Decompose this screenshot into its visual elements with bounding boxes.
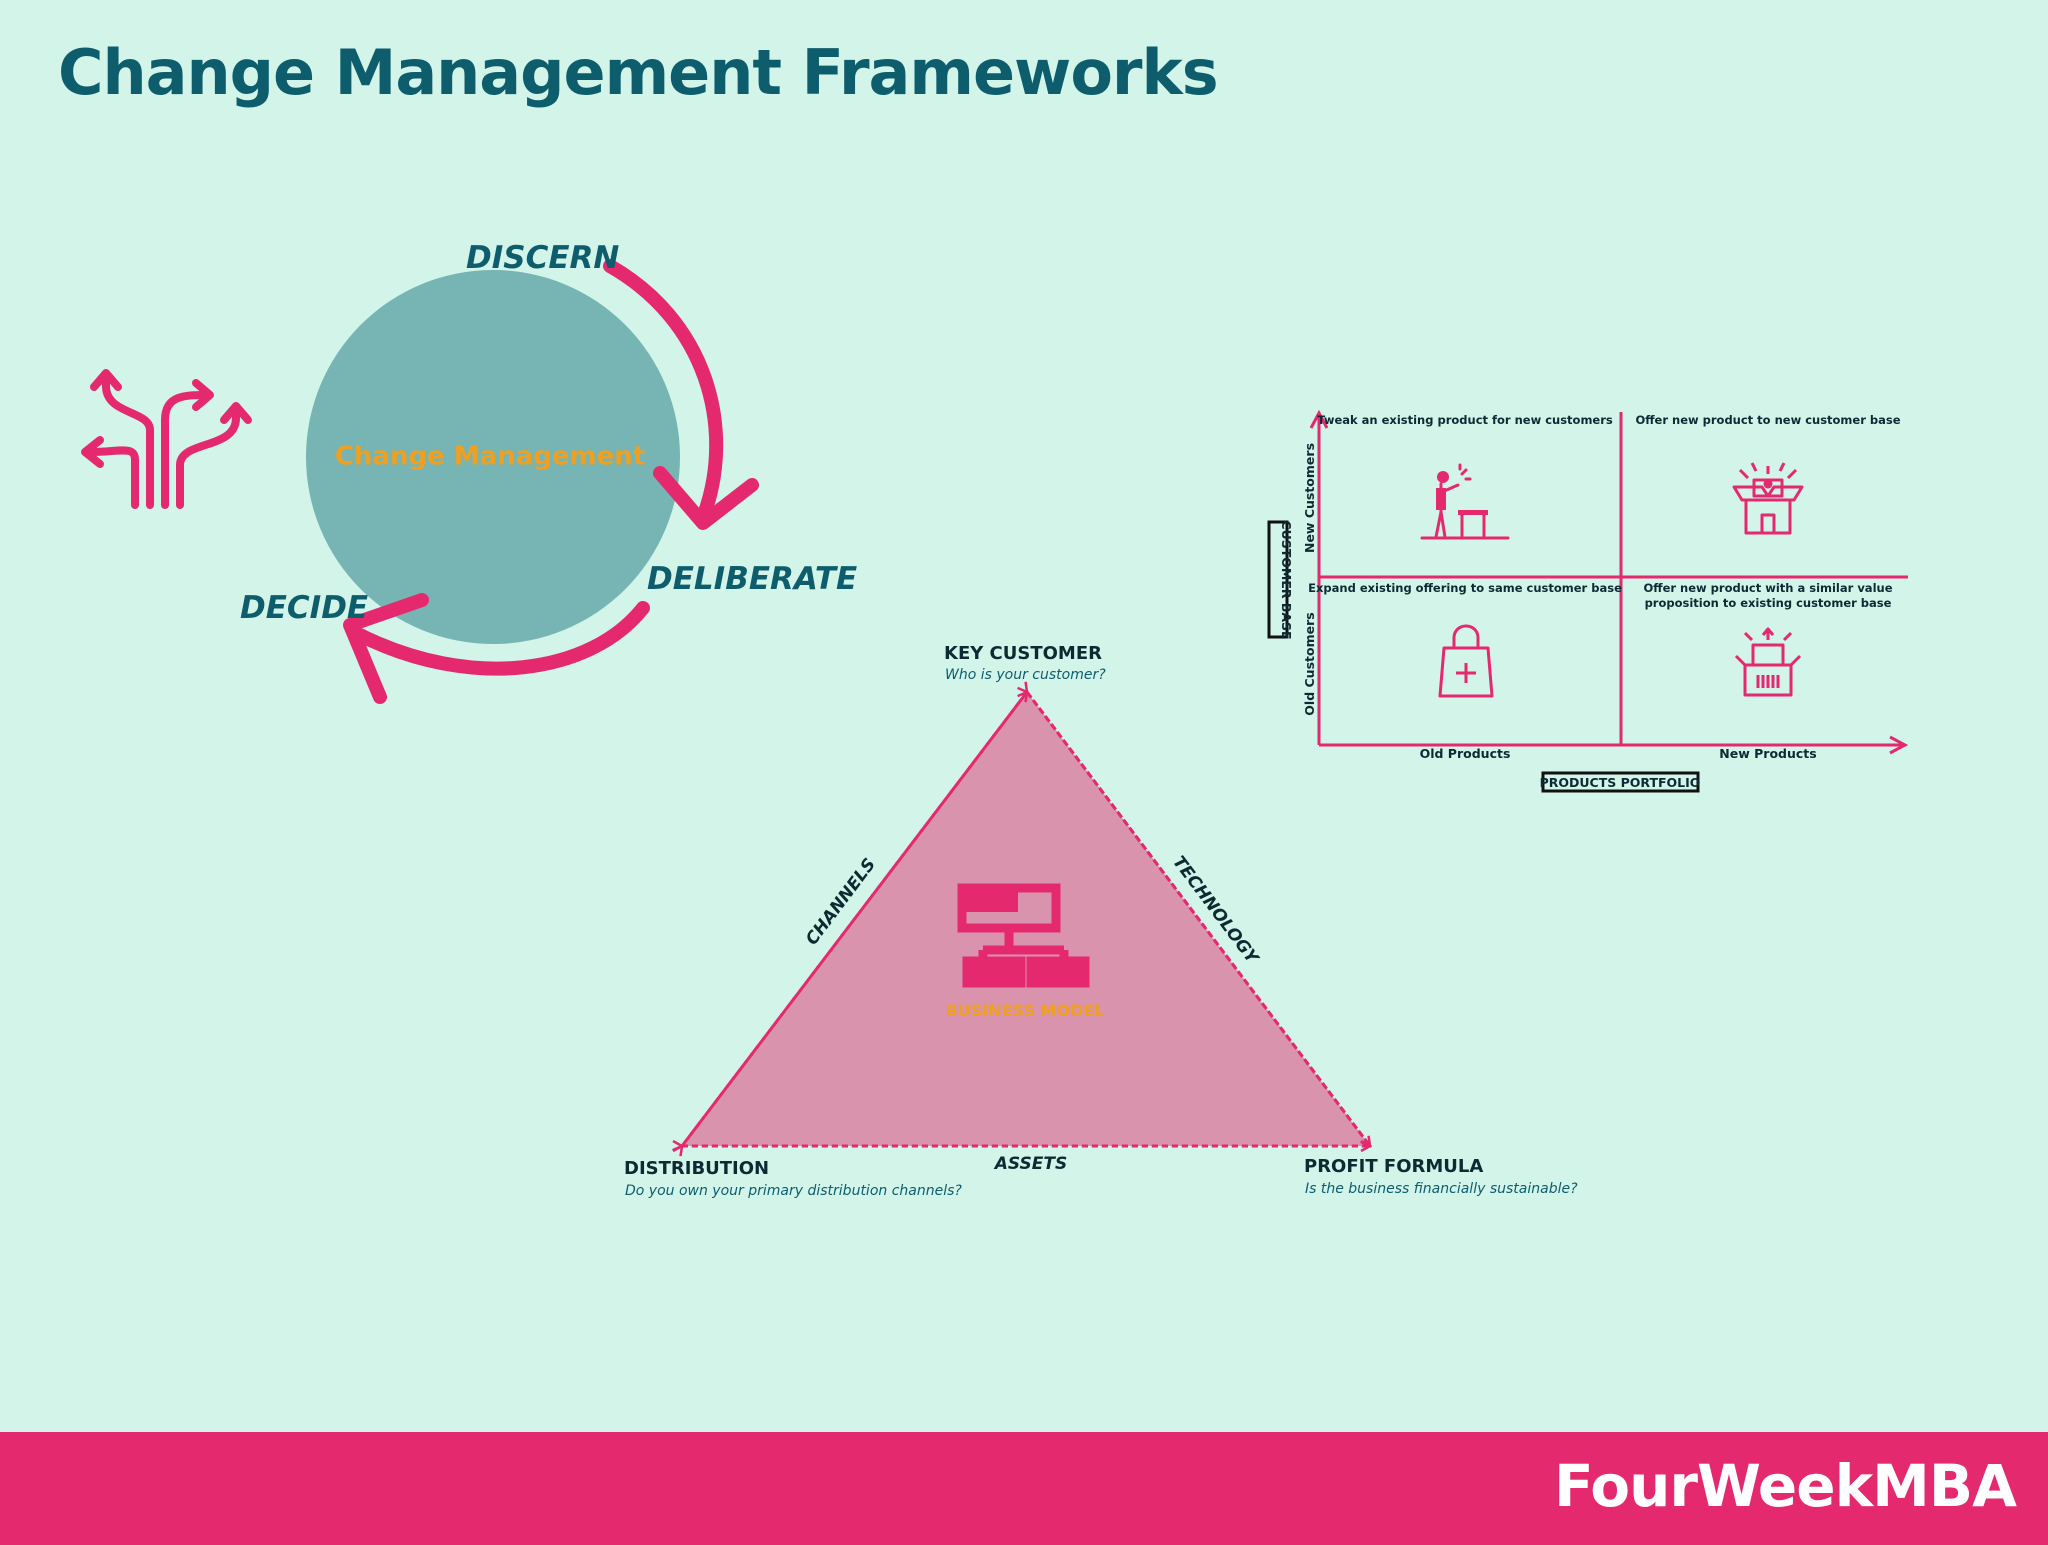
x-title-box [1541,771,1700,793]
diverging-arrows-icon [81,369,252,509]
y-axis-title: CUSTOMER BASE [1279,520,1294,639]
quadrant-bottom-left-text: Expand existing offering to same custome… [1308,581,1622,595]
node-distribution-question: Do you own your primary distribution cha… [625,1183,962,1199]
y-label-old-customers: Old Customers [1302,612,1317,715]
page-title: Change Management Frameworks [58,36,1219,109]
hierarchy-icon [957,883,1090,988]
node-key-customer-title: KEY CUSTOMER [944,643,1102,664]
cycle-arrow-discern [603,259,724,519]
cycle-arrow-deliberate [353,601,650,676]
change-cycle: Change Management DISCERN DELIBERATE DEC… [81,240,857,704]
ansoff-matrix: Tweak an existing product for new custom… [1267,412,1908,793]
x-label-old-products: Old Products [1420,746,1511,761]
step-deliberate: DELIBERATE [647,561,857,597]
cycle-center-label: Change Management [335,442,645,472]
open-box-icon [1732,462,1804,535]
step-discern: DISCERN [466,240,619,276]
brand-logo: FourWeekMBA [1554,1452,2017,1520]
business-model-triangle: BUSINESS MODEL KEY CUSTOMER Who is your … [624,643,1578,1199]
product-box-icon [1734,627,1802,697]
quadrant-bottom-right-text-1: Offer new product with a similar value [1643,581,1892,595]
quadrant-bottom-right-text-2: proposition to existing customer base [1645,596,1892,610]
step-decide: DECIDE [240,590,368,626]
cycle-arrowhead-discern [653,466,759,530]
triangle-shape [678,689,1374,1148]
y-label-new-customers: New Customers [1302,443,1317,553]
node-key-customer-question: Who is your customer? [945,667,1106,683]
shopping-bag-plus-icon [1438,624,1494,698]
quadrant-top-left-text: Tweak an existing product for new custom… [1317,413,1613,427]
business-model-label: BUSINESS MODEL [946,1001,1105,1020]
x-label-new-products: New Products [1719,746,1816,761]
node-distribution-title: DISTRIBUTION [624,1158,769,1179]
cycle-arrowhead-deliberate [343,593,429,704]
quadrant-top-right-text: Offer new product to new customer base [1635,413,1900,427]
person-tweaking-icon [1420,463,1510,540]
x-axis-title: PRODUCTS PORTFOLIO [1540,775,1701,790]
y-title-box [1267,520,1289,639]
cycle-circle [306,270,680,644]
node-profit-formula-title: PROFIT FORMULA [1304,1156,1483,1177]
edge-assets-label: ASSETS [993,1154,1068,1174]
footer-bar: FourWeekMBA [0,1432,2048,1545]
node-profit-formula-question: Is the business financially sustainable? [1305,1181,1578,1197]
